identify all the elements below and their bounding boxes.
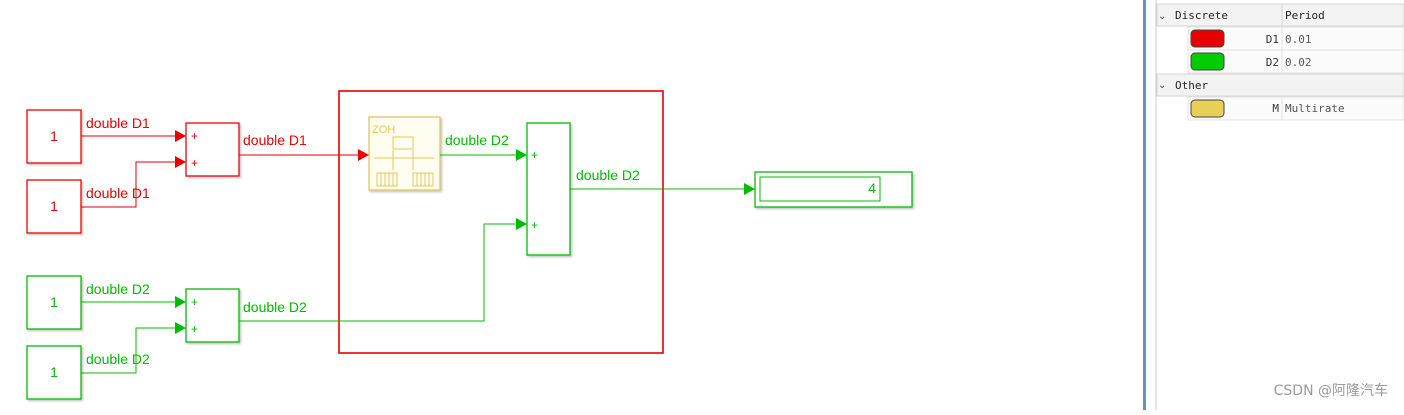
display-block[interactable]: 4 xyxy=(754,171,913,208)
signal-label-c2: double D1 xyxy=(86,185,150,201)
block-diagram: 1 1 1 1 + + + + ZOH xyxy=(26,90,913,400)
constant-block-4[interactable]: 1 xyxy=(26,345,82,400)
legend-name: D1 xyxy=(1266,33,1279,46)
constant-block-2[interactable]: 1 xyxy=(26,179,82,234)
model-canvas[interactable]: 1 1 1 1 + + + + ZOH xyxy=(0,0,1140,410)
zoh-block[interactable]: ZOH xyxy=(368,116,441,191)
legend-row-d2[interactable]: D2 0.02 xyxy=(1187,49,1404,74)
constant-block-1[interactable]: 1 xyxy=(26,109,82,164)
sum-sign: + xyxy=(191,129,198,143)
color-swatch-d1 xyxy=(1190,29,1225,48)
constant-value: 1 xyxy=(50,128,58,144)
subsystem-boundary[interactable] xyxy=(338,90,664,354)
signal-line-c4[interactable] xyxy=(81,327,175,374)
sum-sign: + xyxy=(191,322,198,336)
zoh-icon xyxy=(374,136,434,187)
signal-label-c3: double D2 xyxy=(86,281,150,297)
signal-label-c1: double D1 xyxy=(86,115,150,131)
legend-name: M xyxy=(1272,102,1279,115)
color-swatch-d2 xyxy=(1190,52,1225,71)
legend-period: Multirate xyxy=(1285,102,1345,115)
legend-period: 0.01 xyxy=(1285,33,1312,46)
signal-line-sum2[interactable] xyxy=(239,223,516,322)
color-swatch-m xyxy=(1190,99,1225,118)
signal-label-sum3: double D2 xyxy=(576,167,640,183)
legend-row-d1[interactable]: D1 0.01 xyxy=(1187,26,1404,51)
constant-block-3[interactable]: 1 xyxy=(26,275,82,330)
expand-toggle-icon[interactable]: ⌄ xyxy=(1158,11,1166,22)
sum-block-1[interactable]: + + xyxy=(185,122,240,177)
constant-value: 1 xyxy=(50,294,58,310)
sum-sign: + xyxy=(531,148,538,162)
signal-label-zoh: double D2 xyxy=(445,132,509,148)
signal-line-c2[interactable] xyxy=(81,161,175,208)
legend-header-other: Other xyxy=(1175,79,1208,92)
constant-value: 1 xyxy=(50,364,58,380)
sample-time-legend: ⌄ Discrete Period D1 0.01 D2 0.02 ⌄ Othe… xyxy=(1140,0,1404,410)
panel-splitter[interactable] xyxy=(1143,0,1146,410)
zoh-label: ZOH xyxy=(372,124,395,136)
signal-label-sum1: double D1 xyxy=(243,132,307,148)
expand-toggle-icon[interactable]: ⌄ xyxy=(1158,80,1166,91)
constant-value: 1 xyxy=(50,198,58,214)
sum-sign: + xyxy=(531,218,538,232)
sum-sign: + xyxy=(191,156,198,170)
sum-block-2[interactable]: + + xyxy=(185,288,240,343)
sum-block-3[interactable]: + + xyxy=(526,122,571,256)
legend-header-period: Period xyxy=(1285,9,1325,22)
signal-label-c4: double D2 xyxy=(86,351,150,367)
legend-name: D2 xyxy=(1266,56,1279,69)
watermark: CSDN @阿隆汽车 xyxy=(1273,383,1388,399)
legend-header-discrete: Discrete xyxy=(1175,9,1228,22)
arrowheads xyxy=(175,130,755,334)
signal-label-sum2: double D2 xyxy=(243,299,307,315)
legend-period: 0.02 xyxy=(1285,56,1312,69)
sum-sign: + xyxy=(191,295,198,309)
legend-row-m[interactable]: M Multirate xyxy=(1187,96,1404,121)
display-value: 4 xyxy=(868,180,876,196)
legend-svg: ⌄ Discrete Period D1 0.01 D2 0.02 ⌄ Othe… xyxy=(1143,0,1404,410)
